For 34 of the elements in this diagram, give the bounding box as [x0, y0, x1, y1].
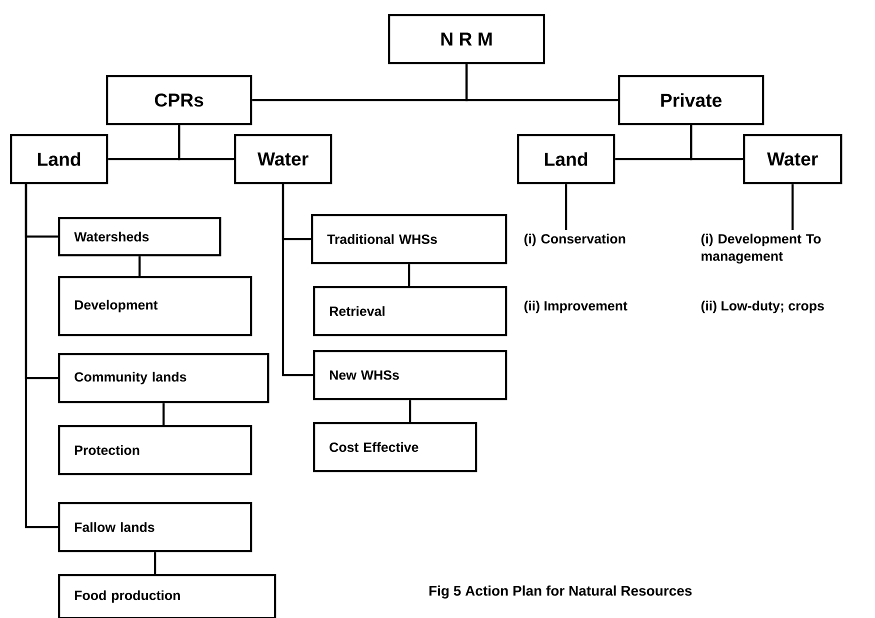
header-box: Water [234, 134, 332, 184]
item-box: Community lands [58, 353, 270, 404]
connector-line [162, 403, 165, 425]
item-box: Protection [58, 425, 252, 476]
item-box: Retrieval [313, 286, 508, 336]
item-box: Traditional WHSs [311, 214, 508, 264]
header-box: Private [618, 75, 764, 126]
item-box: Fallow lands [58, 502, 252, 552]
connector-line [690, 125, 743, 160]
item-text: (ii) Improvement [524, 300, 628, 314]
item-text: (i) Conservation [524, 234, 626, 246]
connector-line [24, 184, 58, 528]
connector-line [178, 125, 234, 160]
item-box: Food production [58, 574, 276, 618]
item-text: (ii) Low-duty; crops [701, 300, 824, 314]
item-text: (i) Development To management [701, 234, 821, 264]
connector-line [465, 64, 618, 102]
item-box: Cost Effective [313, 422, 478, 472]
header-box: CPRs [106, 75, 252, 126]
connector-line [138, 256, 141, 276]
connector-line [282, 184, 313, 376]
connector-line [409, 400, 412, 422]
connector-line [154, 552, 156, 574]
header-box: N R M [388, 14, 546, 64]
connector-line [408, 264, 410, 286]
item-box: Development [58, 276, 252, 336]
connector-line [792, 184, 794, 230]
header-box: Land [517, 134, 616, 184]
header-box: Water [743, 134, 842, 184]
caption: Fig 5 Action Plan for Natural Resources [429, 585, 692, 599]
item-box: Watersheds [58, 217, 222, 256]
item-box: New WHSs [313, 350, 508, 400]
header-box: Land [10, 134, 108, 184]
connector-line [565, 184, 568, 230]
